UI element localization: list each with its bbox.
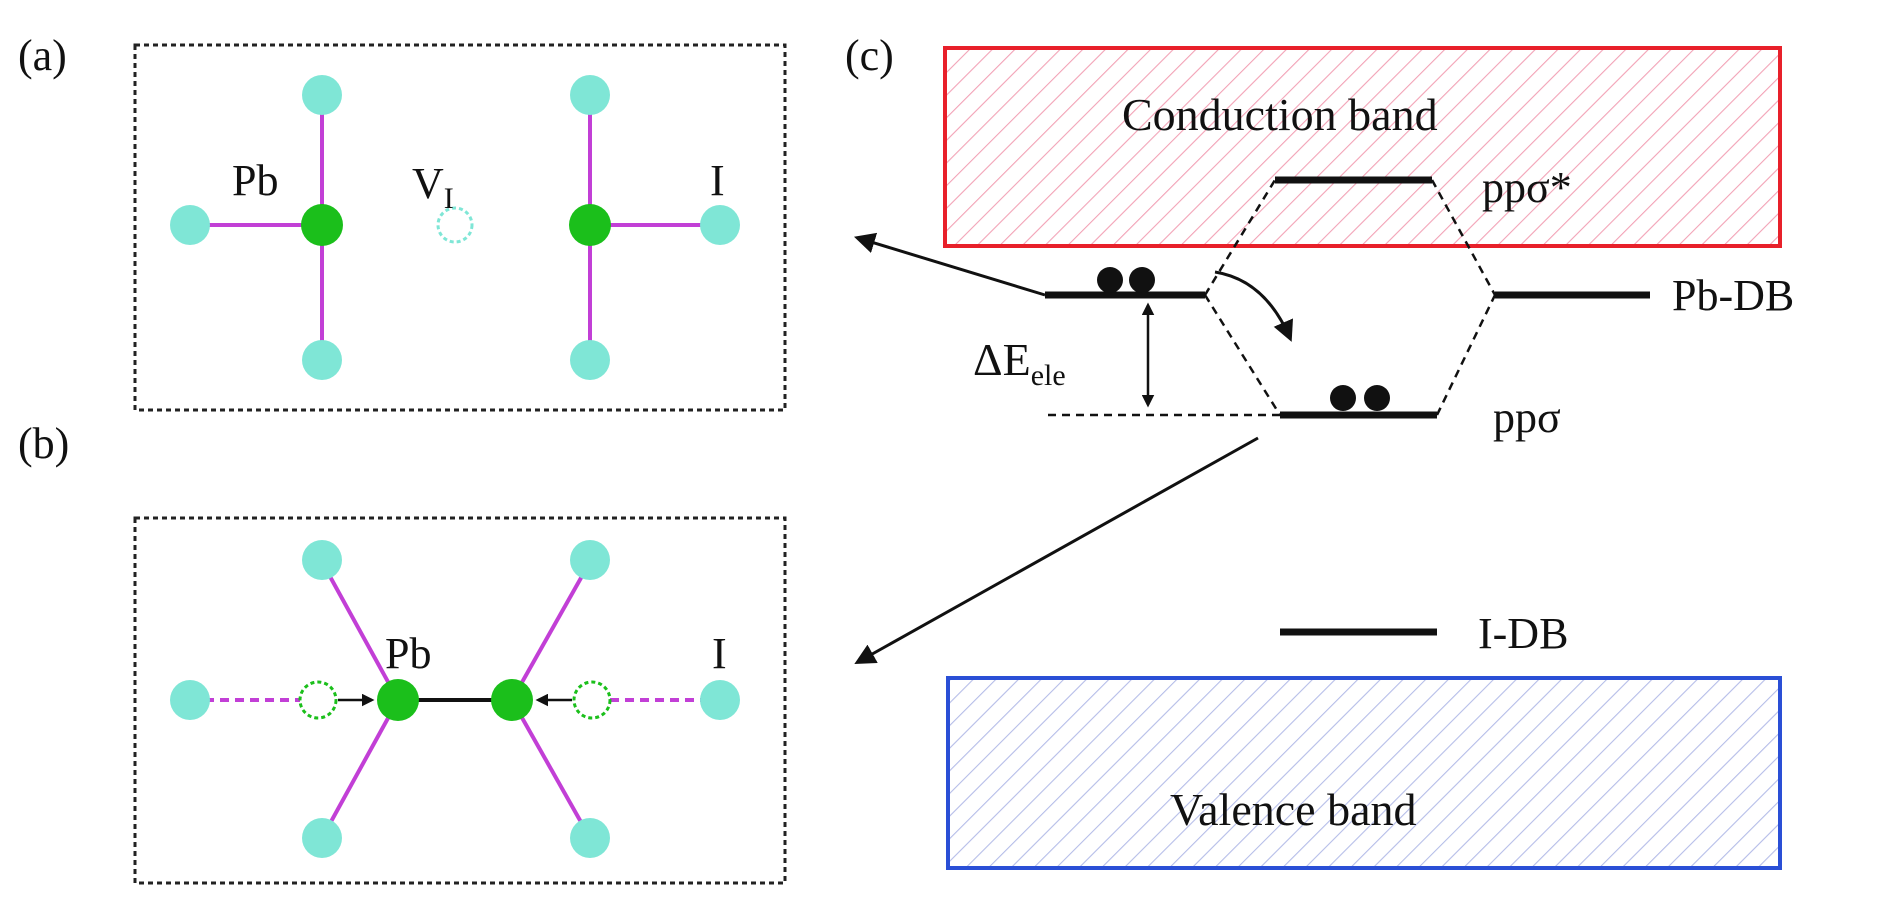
valence-band-label: Valence band: [1170, 784, 1417, 835]
panel-b-pb-label: Pb: [385, 629, 431, 678]
iodine-atom: [570, 818, 610, 858]
pp-sigma-star-label: ppσ*: [1482, 163, 1572, 212]
iodine-atom: [302, 75, 342, 115]
iodine-atom: [700, 205, 740, 245]
arrow-to-panel-b: [854, 436, 1259, 665]
pb-atom: [491, 679, 533, 721]
panel-a-iodine-label: I: [710, 156, 725, 205]
electron: [1097, 267, 1123, 293]
panel-a-bonds: [190, 100, 720, 360]
panel-a-iodine-atoms: [170, 75, 740, 380]
iodine-atom: [302, 818, 342, 858]
iodine-atom: [570, 340, 610, 380]
iodine-atom: [170, 680, 210, 720]
pb-atom: [301, 204, 343, 246]
panel-a-pb-label: Pb: [232, 156, 278, 205]
panel-a-frame: [133, 43, 787, 412]
arrow-to-panel-a: [853, 232, 1046, 297]
electron: [1129, 267, 1155, 293]
svg-text:VI: VI: [412, 159, 454, 215]
correlation-lines: [1048, 179, 1497, 417]
panel-a-tag: (a): [18, 31, 67, 80]
pb-atom: [569, 204, 611, 246]
i-db-label: I-DB: [1478, 609, 1568, 658]
panel-b-bonds: [320, 561, 592, 839]
panel-b: (b): [18, 419, 787, 885]
electron: [1330, 385, 1356, 411]
pb-atom: [377, 679, 419, 721]
delta-e-symbol: ΔE: [973, 334, 1031, 385]
pb-original-position: [572, 680, 612, 720]
electron-transfer-arrow: [1214, 270, 1293, 342]
panel-b-iodine-atoms: [170, 540, 740, 858]
delta-e-subscript: ele: [1031, 359, 1066, 392]
iodine-atom: [302, 540, 342, 580]
conduction-band-label: Conduction band: [1122, 89, 1438, 140]
electrons: [1097, 267, 1390, 411]
panel-c-tag: (c): [845, 31, 894, 80]
conduction-band: [943, 46, 1782, 248]
pb-original-position: [298, 680, 338, 720]
iodine-vacancy: [436, 206, 474, 244]
pp-sigma-label: ppσ: [1493, 393, 1561, 442]
iodine-atom: [302, 340, 342, 380]
electron: [1364, 385, 1390, 411]
panel-b-frame: [133, 516, 787, 885]
panel-a-vacancy-label: V: [412, 159, 444, 208]
panel-b-tag: (b): [18, 419, 69, 468]
panel-c: (c) Conduction band Valence band: [845, 31, 1794, 870]
iodine-atom: [170, 205, 210, 245]
valence-band: [946, 676, 1782, 870]
pb-db-label: Pb-DB: [1672, 271, 1794, 320]
panel-b-iodine-label: I: [712, 629, 727, 678]
panel-a-vacancy-subscript: I: [444, 182, 454, 215]
iodine-atom: [570, 75, 610, 115]
iodine-atom: [700, 680, 740, 720]
svg-text:ΔEele: ΔEele: [973, 334, 1066, 392]
iodine-atom: [570, 540, 610, 580]
panel-a: (a) Pb VI I: [18, 31, 787, 412]
